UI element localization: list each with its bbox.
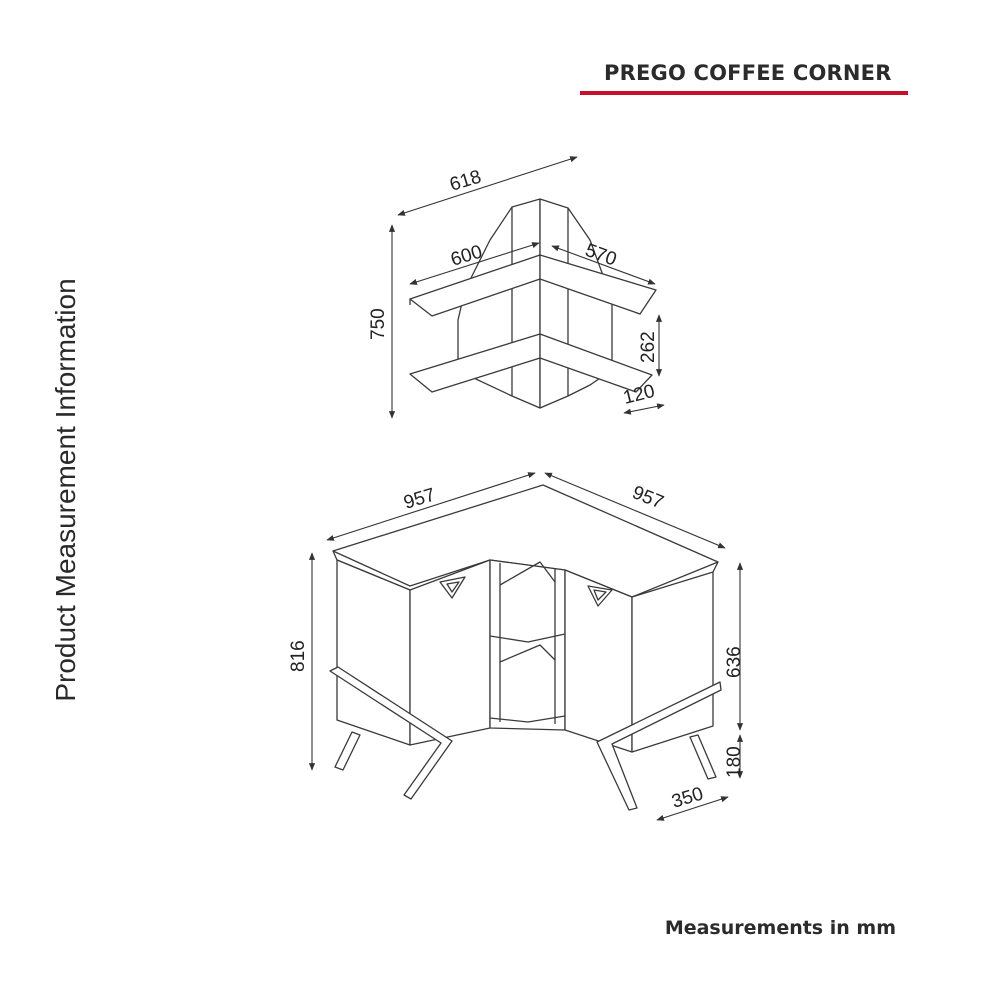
dim-shelf-right: 570 — [582, 240, 619, 271]
left-cabinet-side — [336, 559, 411, 746]
shelf-right-frame — [567, 207, 613, 397]
dim-cabinet-leg-height: 180 — [724, 746, 745, 778]
page-title: PREGO COFFEE CORNER — [604, 61, 892, 85]
dim-cabinet-body-height: 636 — [724, 646, 745, 678]
right-cabinet-side — [631, 571, 714, 753]
measurements-note: Measurements in mm — [664, 917, 896, 939]
left-front-leg — [334, 731, 361, 771]
dim-shelf-spacing: 262 — [638, 331, 659, 363]
dim-cabinet-right-width: 957 — [629, 482, 666, 513]
dim-shelf-left: 600 — [448, 241, 484, 270]
title-underline — [580, 91, 908, 95]
right-metal-frame — [596, 681, 722, 811]
corner-cabinet-drawing — [329, 484, 722, 811]
dim-cabinet-depth: 350 — [669, 783, 705, 812]
wall-shelf-drawing — [409, 198, 657, 409]
left-metal-frame — [329, 666, 453, 800]
shelf-left-frame — [457, 206, 513, 397]
center-open-shelf — [489, 559, 566, 731]
right-door-handle-icon — [587, 585, 613, 607]
dim-shelf-total-width: 618 — [447, 166, 483, 195]
dim-shelf-height: 750 — [368, 308, 389, 340]
shelf-back-right-panel — [539, 198, 569, 409]
right-cabinet-door — [564, 569, 633, 753]
right-back-leg — [689, 734, 717, 780]
shelf-back-left-panel — [511, 198, 541, 409]
dim-cabinet-total-height: 816 — [288, 640, 309, 672]
lower-shelf-right — [539, 333, 653, 393]
wall-shelf-dimensions: 618 600 570 750 262 120 — [368, 156, 665, 419]
dim-cabinet-left-width: 957 — [401, 484, 437, 513]
left-door-handle-icon — [439, 576, 466, 599]
